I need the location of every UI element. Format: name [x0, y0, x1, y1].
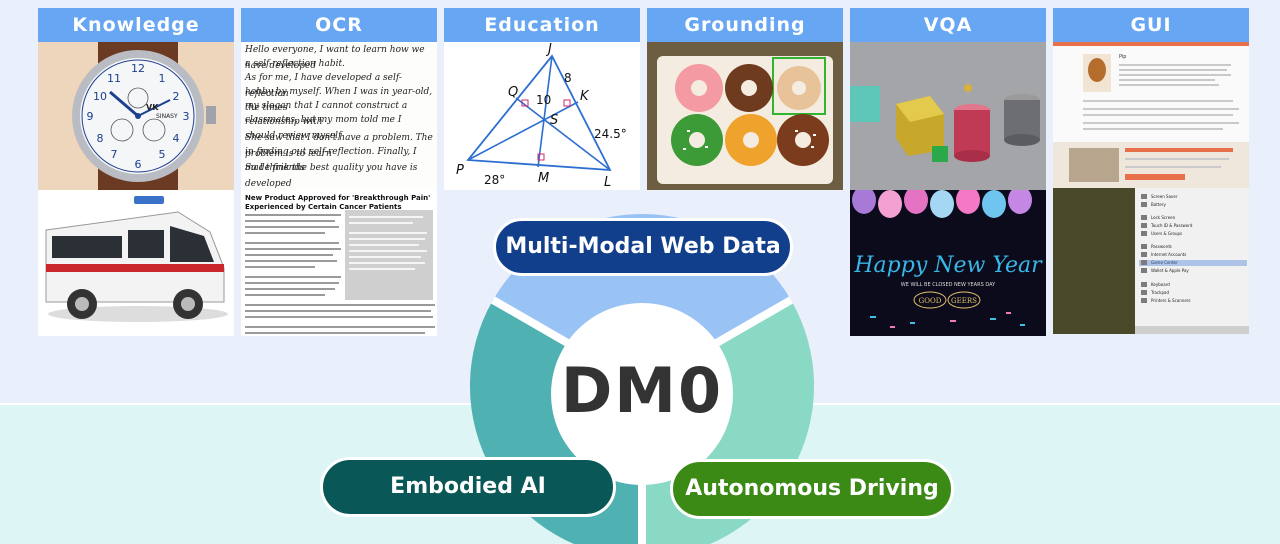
settings-illustration: Screen Saver Battery Lock Screen Touch I…	[1053, 188, 1249, 334]
svg-text:1: 1	[159, 72, 166, 85]
angle-p: 28°	[484, 173, 505, 187]
svg-text:10: 10	[93, 90, 107, 103]
label-p: P	[456, 163, 464, 178]
donut-box-illustration	[647, 42, 843, 190]
document-title: New Product Approved for 'Breakthrough P…	[245, 194, 431, 211]
svg-text:12: 12	[131, 62, 145, 75]
category-header: OCR	[241, 8, 437, 42]
settings-item: Touch ID & Password	[1150, 223, 1193, 228]
category-header: Education	[444, 8, 640, 42]
ambulance-image	[38, 190, 234, 336]
category-gui: GUI Pip	[1053, 8, 1249, 334]
label-s: S	[550, 113, 558, 128]
handwriting-line: So I think the best quality you have is	[245, 163, 418, 173]
svg-text:4: 4	[173, 132, 180, 145]
settings-item: Battery	[1151, 202, 1166, 207]
category-header: Grounding	[647, 8, 843, 42]
settings-item: Printers & Scanners	[1151, 298, 1191, 303]
svg-text:3: 3	[183, 110, 190, 123]
3d-objects-illustration	[850, 42, 1046, 190]
settings-item: Internet Accounts	[1151, 252, 1186, 257]
handwriting-line: hobby by myself. When I was in year-old,…	[245, 87, 433, 113]
geometry-diagram: J Q K S P M L 8 10 24.5° 28°	[456, 42, 627, 190]
measure-js: 10	[536, 93, 551, 107]
document-image: New Product Approved for 'Breakthrough P…	[241, 190, 437, 336]
ambulance-illustration	[38, 190, 234, 336]
brand-geers: GEERS	[951, 297, 977, 305]
label-j: J	[545, 42, 552, 57]
svg-text:9: 9	[87, 110, 94, 123]
3d-objects-image	[850, 42, 1046, 190]
handwriting-line: As for me, I have developed a self-refle…	[245, 73, 402, 99]
watch-sub-brand: SINASY	[156, 113, 178, 120]
new-year-illustration: Happy New Year WE WILL BE CLOSED NEW YEA…	[850, 190, 1046, 336]
label-m: M	[538, 171, 549, 186]
category-education: Education J Q K S P M L 8 10 24.5° 28°	[444, 8, 640, 336]
handwriting-line: a self-reflection habit.	[245, 59, 345, 69]
geometry-image: J Q K S P M L 8 10 24.5° 28°	[444, 42, 640, 190]
handwriting-line: my slogan that I cannot construct a rela…	[245, 101, 408, 127]
angle-l: 24.5°	[594, 127, 627, 141]
handwriting-line: Hello everyone, I want to learn how we h…	[245, 45, 425, 71]
settings-item: Wallet & Apple Pay	[1151, 268, 1189, 273]
profile-name: Pip	[1119, 54, 1126, 60]
handwriting-line: developed	[245, 179, 292, 189]
label-q: Q	[508, 85, 518, 100]
handwriting-line: classmates, but my mom told me I should …	[245, 115, 402, 141]
autonomous-driving-label: Autonomous Driving	[670, 459, 954, 519]
brand-good: GOOD	[919, 297, 942, 305]
settings-item: Keyboard	[1151, 282, 1170, 287]
multi-modal-web-data-label: Multi-Modal Web Data	[493, 218, 793, 276]
handwriting-line: in finding out self-reflection. Finally,…	[245, 147, 417, 173]
dm0-center-label: DM0	[551, 303, 733, 485]
webpage-illustration: Pip	[1053, 42, 1249, 142]
settings-item: Trackpad	[1150, 290, 1169, 295]
donut-image	[647, 42, 843, 190]
settings-item: Lock Screen	[1151, 215, 1176, 220]
settings-item: Game Center	[1151, 260, 1178, 265]
webpage-form-screenshot	[1053, 142, 1249, 188]
category-header: GUI	[1053, 8, 1249, 42]
webpage-form-illustration	[1053, 142, 1249, 188]
svg-text:5: 5	[159, 148, 166, 161]
settings-item: Users & Groups	[1151, 231, 1182, 236]
closed-notice: WE WILL BE CLOSED NEW YEARS DAY	[901, 282, 996, 288]
svg-text:11: 11	[107, 72, 121, 85]
webpage-screenshot: Pip	[1053, 42, 1249, 142]
category-ocr: OCR Hello everyone, I want to learn how …	[241, 8, 437, 336]
handwriting-image: Hello everyone, I want to learn how we h…	[241, 42, 437, 190]
new-year-image: Happy New Year WE WILL BE CLOSED NEW YEA…	[850, 190, 1046, 336]
measure-jk: 8	[564, 71, 572, 85]
svg-text:7: 7	[111, 148, 118, 161]
category-grounding: Grounding	[647, 8, 843, 336]
category-vqa: VQA Happy New Year WE WI	[850, 8, 1046, 336]
label-l: L	[604, 175, 611, 190]
settings-item: Passwords	[1151, 244, 1172, 249]
label-k: K	[580, 89, 590, 104]
settings-item: Screen Saver	[1151, 194, 1178, 199]
settings-screenshot: Screen Saver Battery Lock Screen Touch I…	[1053, 188, 1249, 334]
handwriting-line: She saw that I don't have a problem. The…	[245, 133, 433, 159]
new-year-greeting: Happy New Year	[853, 253, 1043, 278]
svg-text:8: 8	[97, 132, 104, 145]
svg-text:6: 6	[135, 158, 142, 171]
embodied-ai-label: Embodied AI	[320, 457, 616, 517]
category-header: VQA	[850, 8, 1046, 42]
category-header: Knowledge	[38, 8, 234, 42]
watch-brand: VK	[146, 103, 159, 112]
svg-text:2: 2	[173, 90, 180, 103]
document-body-lines	[245, 210, 435, 334]
